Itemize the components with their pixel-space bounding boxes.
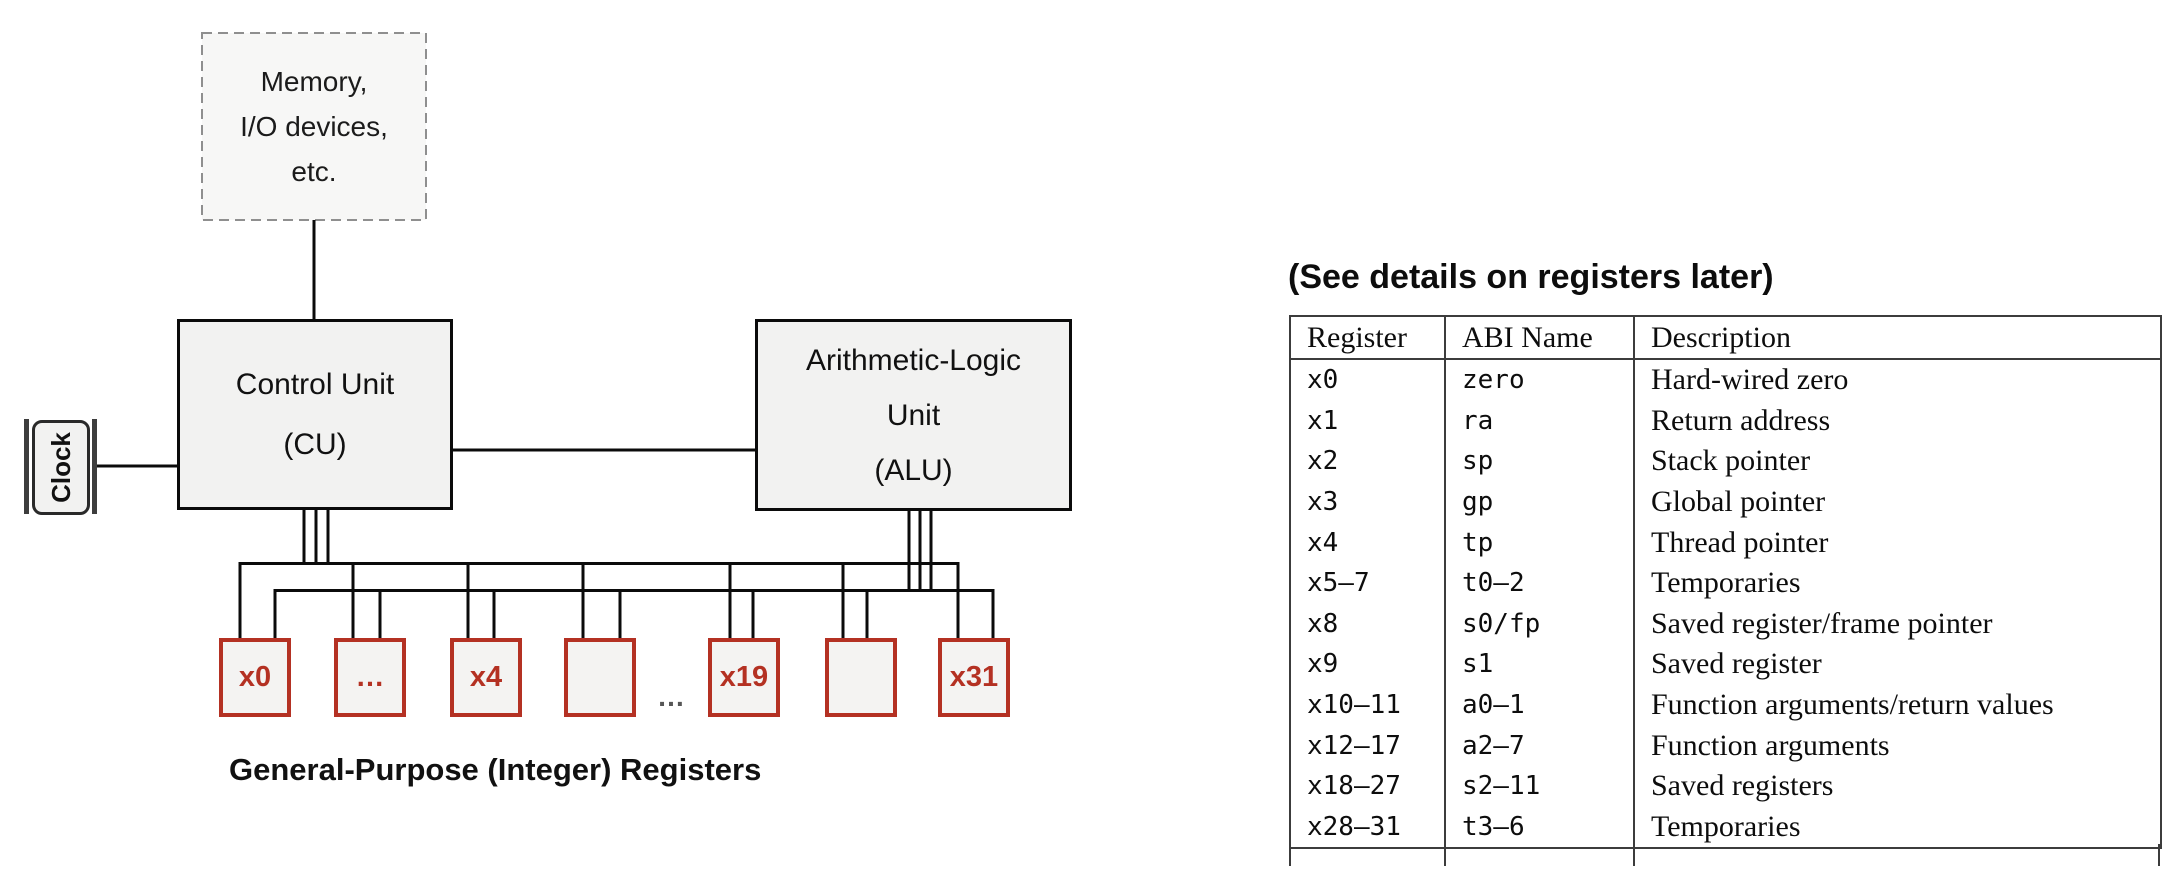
cell-description: Function arguments/return values xyxy=(1633,684,2161,726)
cell-register: x5–7 xyxy=(1307,568,1370,599)
table-row: x1 ra Return address xyxy=(1290,400,2161,442)
table-row: x12–17 a2–7 Function arguments xyxy=(1290,725,2161,766)
column-header-abi-name: ABI Name xyxy=(1444,316,1634,360)
memory-line: I/O devices, xyxy=(240,111,388,142)
register-box-blank-2 xyxy=(825,638,897,717)
cell-register: x0 xyxy=(1307,365,1339,396)
register-box-ellipsis: … xyxy=(334,638,406,717)
clock-side-bar-left xyxy=(24,419,29,514)
cell-description: Return address xyxy=(1633,400,2161,442)
clock-box: Clock xyxy=(32,420,90,515)
cell-register: x28–31 xyxy=(1307,811,1401,842)
alu-label: Arithmetic-Logic xyxy=(805,343,1022,377)
panel-heading: (See details on registers later) xyxy=(1288,258,1774,296)
cell-description: Hard-wired zero xyxy=(1633,359,2161,401)
alu-abbrev: (ALU) xyxy=(874,453,953,487)
table-border-extension xyxy=(1444,844,1446,866)
register-box-x4: x4 xyxy=(450,638,522,717)
register-row-ellipsis: … xyxy=(657,681,688,712)
alu-box: Arithmetic-Logic Unit (ALU) xyxy=(755,319,1072,511)
cell-abi: a0–1 xyxy=(1444,684,1634,726)
clock-side-bar-right xyxy=(92,419,97,514)
cell-description: Saved registers xyxy=(1633,765,2161,807)
cell-abi: a2–7 xyxy=(1444,725,1634,766)
column-header-description: Description xyxy=(1633,316,2161,360)
cell-abi: gp xyxy=(1444,481,1634,523)
cell-description: Saved register/frame pointer xyxy=(1633,603,2161,645)
memory-box-outline xyxy=(201,32,427,221)
register-box-blank-1 xyxy=(564,638,636,717)
cell-register: x2 xyxy=(1307,446,1339,477)
table-row: x3 gp Global pointer xyxy=(1290,481,2161,523)
cu-bus-wires xyxy=(302,508,330,565)
register-label: … xyxy=(355,661,385,693)
lower-bus xyxy=(273,589,995,640)
cell-register: x3 xyxy=(1307,487,1339,518)
cell-register: x4 xyxy=(1307,527,1339,558)
table-border-extension xyxy=(2158,844,2160,866)
cell-description: Saved register xyxy=(1633,644,2161,685)
table-border-extension xyxy=(1633,844,1635,866)
cell-description: Thread pointer xyxy=(1633,522,2161,563)
cell-abi: tp xyxy=(1444,522,1634,563)
register-label: x0 xyxy=(238,661,272,693)
table-header-row: Register ABI Name Description xyxy=(1290,316,2161,360)
register-label: x19 xyxy=(719,661,769,693)
register-box-x0: x0 xyxy=(219,638,291,717)
cell-description: Stack pointer xyxy=(1633,441,2161,482)
cell-abi: ra xyxy=(1444,400,1634,442)
cell-register: x8 xyxy=(1307,608,1339,639)
control-unit-abbrev: (CU) xyxy=(283,427,347,461)
alu-bus-wires xyxy=(907,509,933,592)
memory-box: Memory, I/O devices, etc. xyxy=(201,32,427,221)
cell-register: x18–27 xyxy=(1307,771,1401,802)
registers-caption: General-Purpose (Integer) Registers xyxy=(229,752,762,787)
cell-description: Global pointer xyxy=(1633,481,2161,523)
cell-description: Temporaries xyxy=(1633,562,2161,604)
lower-bus-stubs xyxy=(378,590,869,640)
upper-bus xyxy=(238,562,960,640)
table-row: x0 zero Hard-wired zero xyxy=(1290,359,2161,401)
clock-label: Clock xyxy=(45,432,76,503)
table-row: x9 s1 Saved register xyxy=(1290,644,2161,685)
upper-bus-stubs xyxy=(351,563,845,640)
table-row: x4 tp Thread pointer xyxy=(1290,522,2161,563)
cell-register: x1 xyxy=(1307,405,1339,436)
register-label: x4 xyxy=(469,661,503,693)
memory-line: etc. xyxy=(291,156,337,187)
register-box-x19: x19 xyxy=(708,638,780,717)
cell-description: Function arguments xyxy=(1633,725,2161,766)
alu-label2: Unit xyxy=(886,398,941,432)
cell-register: x9 xyxy=(1307,649,1339,680)
cell-register: x10–11 xyxy=(1307,690,1401,721)
table-row: x10–11 a0–1 Function arguments/return va… xyxy=(1290,684,2161,726)
register-label: x31 xyxy=(949,661,999,693)
register-box-x31: x31 xyxy=(938,638,1010,717)
table-border-extension xyxy=(1289,844,1291,866)
cell-description: Temporaries xyxy=(1633,806,2161,849)
column-header-register: Register xyxy=(1290,316,1445,360)
cell-abi: zero xyxy=(1444,359,1634,401)
cell-abi: t3–6 xyxy=(1444,806,1634,849)
register-table: Register ABI Name Description x0 zero Ha… xyxy=(1289,315,2162,850)
memory-line: Memory, xyxy=(260,66,368,97)
cell-abi: t0–2 xyxy=(1444,562,1634,604)
cell-abi: s2–11 xyxy=(1444,765,1634,807)
table-row: x2 sp Stack pointer xyxy=(1290,441,2161,482)
control-unit-box: Control Unit (CU) xyxy=(177,319,453,510)
cell-register: x12–17 xyxy=(1307,730,1401,761)
control-unit-label: Control Unit xyxy=(235,367,395,401)
table-row: x5–7 t0–2 Temporaries xyxy=(1290,562,2161,604)
cell-abi: s1 xyxy=(1444,644,1634,685)
cell-abi: s0/fp xyxy=(1444,603,1634,645)
cell-abi: sp xyxy=(1444,441,1634,482)
table-row: x8 s0/fp Saved register/frame pointer xyxy=(1290,603,2161,645)
table-row: x18–27 s2–11 Saved registers xyxy=(1290,765,2161,807)
table-row: x28–31 t3–6 Temporaries xyxy=(1290,806,2161,849)
